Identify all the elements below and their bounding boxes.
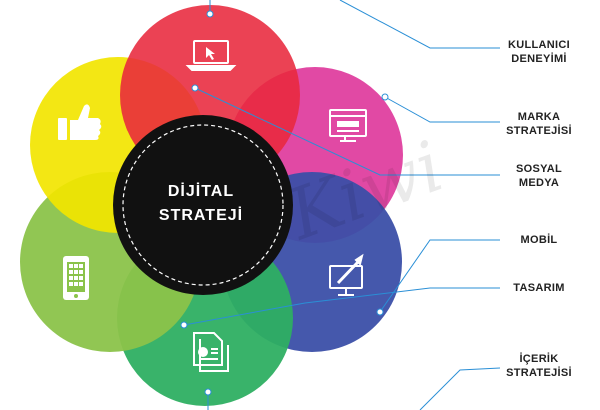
label-line: MEDYA xyxy=(518,177,560,189)
label-sosyal-medya: SOSYAL MEDYA xyxy=(484,162,594,190)
label-mobil: MOBİL xyxy=(484,233,594,247)
leader-dot-mobil xyxy=(376,308,384,316)
leader-line-kullanici xyxy=(339,0,500,49)
leader-line-sosyal xyxy=(194,87,500,176)
leader-line-tasarim xyxy=(183,287,500,326)
leader-dot-sosyal xyxy=(191,84,199,92)
leader-line-marka xyxy=(384,96,500,123)
label-line: SOSYAL xyxy=(515,163,563,175)
leader-dot-bottom xyxy=(204,388,212,396)
leader-dot-tasarim xyxy=(180,321,188,329)
label-marka-stratejisi: MARKA STRATEJİSİ xyxy=(484,110,594,138)
center-title-line1: DİJİTAL xyxy=(167,183,235,200)
leader-line-icerik xyxy=(419,367,501,410)
thumbs-up-icon xyxy=(58,104,102,140)
leader-dot-top xyxy=(206,10,214,18)
laptop-cursor-icon xyxy=(185,40,237,71)
label-line: DENEYİMİ xyxy=(511,53,567,65)
label-line: MOBİL xyxy=(520,234,558,246)
label-line: STRATEJİSİ xyxy=(506,125,572,137)
label-line: İÇERİK xyxy=(519,353,559,365)
center-circle xyxy=(113,115,293,295)
center-title: DİJİTAL STRATEJİ xyxy=(141,180,261,228)
label-tasarim: TASARIM xyxy=(484,281,594,295)
document-chart-icon xyxy=(193,332,229,372)
mobile-phone-icon xyxy=(63,256,89,300)
label-line: MARKA xyxy=(517,111,561,123)
leader-line-mobil xyxy=(379,239,500,313)
browser-window-icon xyxy=(329,109,367,142)
label-icerik-stratejisi: İÇERİK STRATEJİSİ xyxy=(484,352,594,380)
leader-dots xyxy=(180,10,389,396)
label-line: TASARIM xyxy=(513,282,565,294)
label-kullanici-deneyimi: KULLANICI DENEYİMİ xyxy=(484,38,594,66)
label-line: KULLANICI xyxy=(508,39,570,51)
center-dashed-ring xyxy=(122,124,284,286)
leader-lines xyxy=(183,0,501,410)
leader-dot-marka xyxy=(381,93,389,101)
center-title-line2: STRATEJİ xyxy=(158,207,244,224)
monitor-pen-icon xyxy=(329,253,364,296)
label-line: STRATEJİSİ xyxy=(506,367,572,379)
